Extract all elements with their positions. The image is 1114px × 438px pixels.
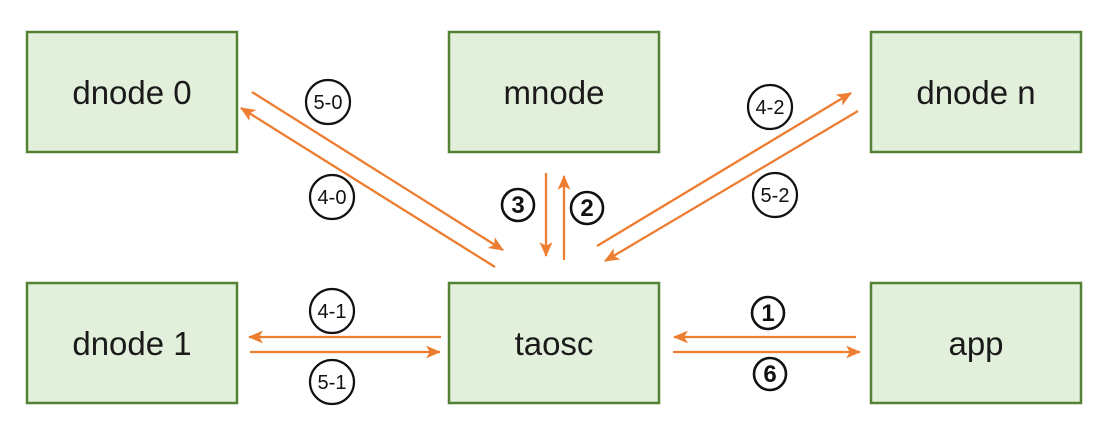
edge-dnode-0-to-taosc-arrow	[251, 91, 504, 251]
node-dnode-1: dnode 1	[25, 281, 239, 405]
node-app: app	[869, 281, 1083, 405]
edge-label-4-1: 4-1	[308, 287, 356, 335]
edge-taosc-to-dnode-n-arrow	[596, 92, 852, 247]
node-dnode-0: dnode 0	[25, 30, 239, 154]
node-taosc-label: taosc	[515, 325, 594, 362]
edge-label-2-text: 2	[580, 195, 593, 222]
edge-label-5-2: 5-2	[751, 171, 799, 219]
node-mnode-label: mnode	[504, 74, 605, 111]
node-dnode-1-label: dnode 1	[72, 325, 191, 362]
edge-taosc-to-dnode-0-arrow	[240, 107, 496, 268]
node-mnode: mnode	[447, 30, 661, 154]
edge-label-5-1: 5-1	[308, 358, 356, 406]
node-dnode-0-box	[25, 30, 239, 154]
edge-label-4-1-text: 4-1	[318, 301, 347, 323]
node-app-label: app	[948, 325, 1003, 362]
node-dnode-n: dnode n	[869, 30, 1083, 154]
edge-label-1-text: 1	[761, 300, 774, 327]
edge-label-1: 1	[750, 295, 786, 331]
edge-label-6-text: 6	[763, 361, 776, 388]
node-taosc-box	[447, 281, 661, 405]
edge-label-4-2-text: 4-2	[756, 97, 785, 119]
node-dnode-1-box	[25, 281, 239, 405]
edge-label-5-1-text: 5-1	[318, 372, 347, 394]
edge-dnode-n-to-taosc-arrow	[604, 110, 859, 262]
edge-label-4-2: 4-2	[746, 83, 794, 131]
node-mnode-box	[447, 30, 661, 154]
node-dnode-0-label: dnode 0	[72, 74, 191, 111]
edge-label-5-2-ring	[751, 171, 799, 219]
edge-label-5-1-ring	[308, 358, 356, 406]
edge-label-6-ring	[752, 356, 788, 392]
edge-label-6: 6	[752, 356, 788, 392]
node-taosc: taosc	[447, 281, 661, 405]
edge-label-3-text: 3	[511, 192, 524, 219]
edge-label-4-1-ring	[308, 287, 356, 335]
edge-label-2-ring	[569, 190, 605, 226]
node-dnode-n-label: dnode n	[916, 74, 1035, 111]
edge-label-1-ring	[750, 295, 786, 331]
edge-label-5-0: 5-0	[304, 78, 352, 126]
edge-label-5-0-ring	[304, 78, 352, 126]
edge-label-4-0: 4-0	[308, 173, 356, 221]
edge-label-4-0-ring	[308, 173, 356, 221]
edge-label-3-ring	[500, 187, 536, 223]
edge-label-4-0-text: 4-0	[318, 187, 347, 209]
edge-label-4-2-ring	[746, 83, 794, 131]
edge-label-5-0-text: 5-0	[314, 92, 343, 114]
edge-label-5-2-text: 5-2	[761, 185, 790, 207]
edge-label-3: 3	[500, 187, 536, 223]
node-dnode-n-box	[869, 30, 1083, 154]
edge-label-2: 2	[569, 190, 605, 226]
node-app-box	[869, 281, 1083, 405]
